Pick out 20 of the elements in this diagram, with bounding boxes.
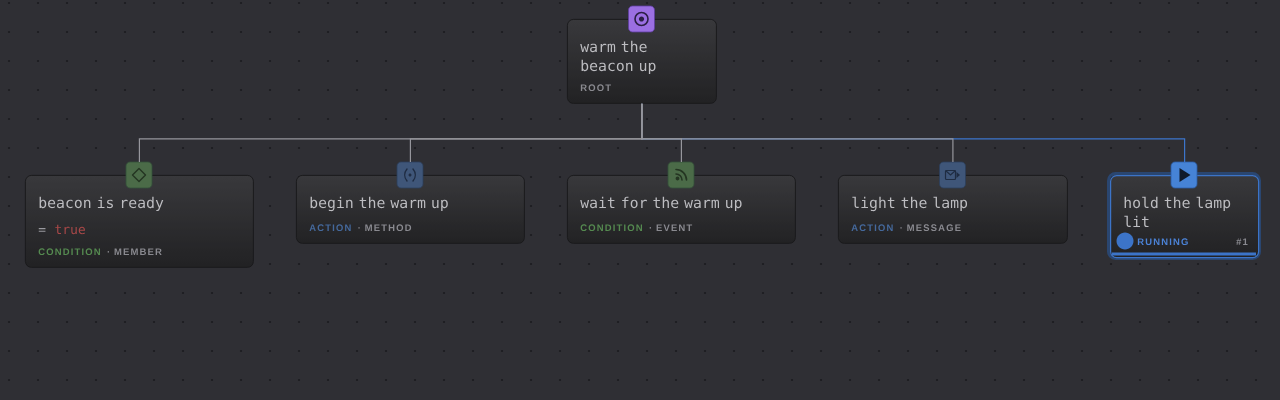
type-label: CONDITION — [580, 224, 642, 232]
type-label: ACTION — [851, 224, 893, 232]
task-title: begin the warm up — [310, 196, 448, 212]
type-label: ACTION — [309, 224, 351, 232]
counter-label: #1 — [1236, 238, 1248, 245]
subtype-label: · METHOD — [358, 224, 412, 232]
task-title: warm the beacon up — [580, 40, 656, 75]
task-title: wait for the warm up — [580, 196, 742, 212]
task-title: hold the lamp lit — [1124, 196, 1231, 227]
task-title: beacon is ready — [39, 196, 164, 212]
type-label: ROOT — [580, 84, 611, 92]
subtype-label: · MEMBER — [107, 248, 162, 255]
subtype-label: · EVENT — [649, 224, 693, 231]
operator-label: = — [38, 228, 46, 232]
subtype-label: · MESSAGE — [900, 224, 961, 232]
value-label: true — [55, 224, 85, 235]
status-label: RUNNING — [1137, 238, 1188, 246]
type-label: CONDITION — [38, 248, 100, 256]
connector-line — [641, 103, 954, 163]
task-title: light the lamp — [852, 196, 968, 212]
